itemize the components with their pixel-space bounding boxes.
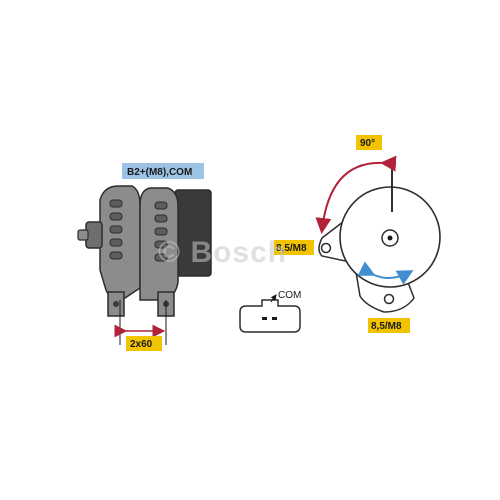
vent-slot <box>109 212 123 221</box>
mount-hole <box>113 301 119 307</box>
connector-body <box>239 299 301 333</box>
angle-label-text: 90° <box>360 138 375 149</box>
connector-plug: COM <box>239 290 301 333</box>
spacing-label: 2x60 <box>126 336 162 351</box>
terminal-label: B2+(M8),COM <box>122 163 204 179</box>
watermark-text: © Bosch <box>158 236 287 269</box>
alternator-front-view <box>315 155 441 313</box>
vent-slot <box>109 251 123 260</box>
hole-bottom-label-text: 8,5/M8 <box>371 321 402 332</box>
hole-bottom-label: 8,5/M8 <box>368 318 410 333</box>
mount-hole-left <box>320 242 332 254</box>
vent-slot <box>109 238 123 247</box>
vent-slot <box>154 240 168 249</box>
angle-label: 90° <box>356 135 382 150</box>
alternator-side-view <box>77 185 212 345</box>
vent-slot <box>154 227 168 236</box>
connector-pointer <box>270 294 277 303</box>
center-dot <box>387 235 393 241</box>
hole-left-label-text: 8,5/M8 <box>276 243 307 254</box>
hole-left-label: 8,5/M8 <box>274 240 314 255</box>
rotation-arrow <box>357 261 414 285</box>
terminal-label-text: B2+(M8),COM <box>127 167 192 178</box>
vent-slot <box>154 201 168 210</box>
bosch-watermark: © Bosch <box>158 236 287 269</box>
vent-slot <box>109 199 123 208</box>
angle-arrow <box>315 155 397 234</box>
mount-hole-bottom <box>383 293 395 305</box>
shaft <box>77 229 89 241</box>
vent-slot <box>154 253 168 262</box>
connector-pin <box>272 317 277 320</box>
spacing-label-text: 2x60 <box>130 339 153 350</box>
vent-slot <box>154 214 168 223</box>
connector-label: COM <box>278 290 301 301</box>
vent-slot <box>109 225 123 234</box>
connector-pin <box>262 317 267 320</box>
